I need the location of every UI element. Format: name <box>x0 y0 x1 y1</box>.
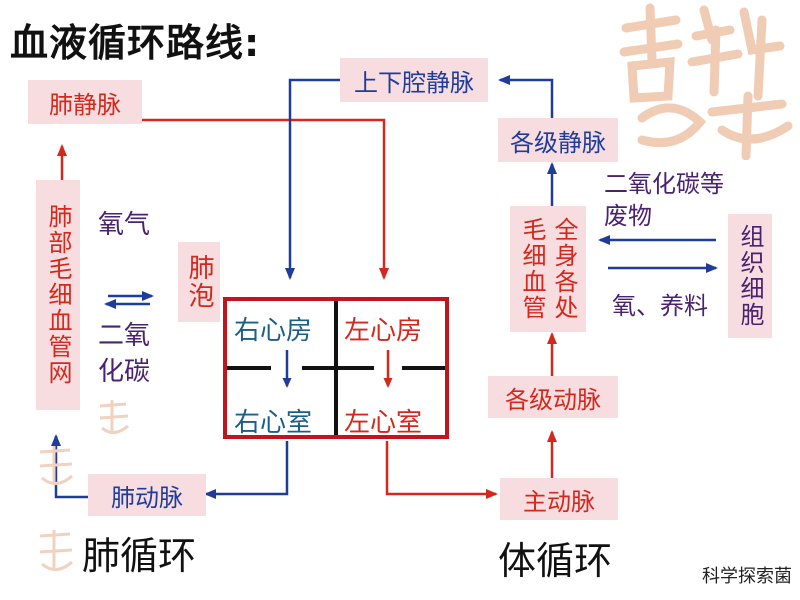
oxygen-label: 氧气 <box>98 210 151 240</box>
left-atrium-label: 左心房 <box>344 316 423 346</box>
veins-label: 各级静脉 <box>498 118 618 162</box>
tissue-cells-label: 组织细胞 <box>728 214 772 338</box>
valve-line-mid-left <box>302 366 334 370</box>
arrow-vena-cava-to-right-atrium <box>285 78 340 280</box>
tissue-cells-text: 组织细胞 <box>736 224 764 328</box>
arteries-label: 各级动脉 <box>488 376 618 418</box>
capillary-text: 毛细血管 <box>518 217 546 321</box>
arrow-right-ventricle-to-pulmonary-artery <box>204 441 289 499</box>
body-parts-text: 全身各处 <box>550 217 578 321</box>
watermark: 科学探索菌 <box>702 566 792 587</box>
aorta-label: 主动脉 <box>500 478 618 520</box>
decorative-seal-small-icon <box>99 400 129 434</box>
alveolus-label: 肺泡 <box>178 242 220 322</box>
decorative-seal-small-icon-2 <box>39 446 73 485</box>
vena-cava-label: 上下腔静脉 <box>340 58 488 102</box>
left-ventricle-label: 左心室 <box>344 408 423 438</box>
arrow-pulmonary-vein-to-left-atrium <box>142 118 389 280</box>
alveolus-text: 肺泡 <box>184 254 214 310</box>
heart-septum <box>334 301 338 435</box>
page-title: 血液循环路线: <box>10 21 261 65</box>
pulmonary-vein-label: 肺静脉 <box>28 80 142 124</box>
right-ventricle-label: 右心室 <box>234 408 313 438</box>
valve-line-right <box>402 366 445 370</box>
pulmonary-capillary-label: 肺部毛细血管网 <box>36 180 80 410</box>
arrow-veins-to-vena-cava <box>498 75 554 118</box>
right-atrium-label: 右心房 <box>234 316 313 346</box>
co2-waste-label: 二氧化碳等废物 <box>604 170 724 230</box>
pulmonary-capillary-text: 肺部毛细血管网 <box>44 204 72 386</box>
arrow-left-ventricle-to-aorta <box>385 441 498 499</box>
valve-line-mid-right <box>338 366 374 370</box>
decorative-seal-small-icon-3 <box>39 530 73 571</box>
pulmonary-circulation-label: 肺循环 <box>82 534 197 578</box>
valve-line-left <box>227 366 271 370</box>
systemic-capillary-label: 毛细血管 全身各处 <box>510 206 586 332</box>
arrow-pulmonary-artery-to-capillary <box>51 434 88 499</box>
decorative-seal-icon <box>619 3 793 160</box>
co2-label: 二氧化碳 <box>98 321 151 387</box>
pulmonary-artery-label: 肺动脉 <box>88 474 206 516</box>
o2-nutrients-label: 氧、养料 <box>612 292 708 320</box>
systemic-circulation-label: 体循环 <box>498 539 613 583</box>
